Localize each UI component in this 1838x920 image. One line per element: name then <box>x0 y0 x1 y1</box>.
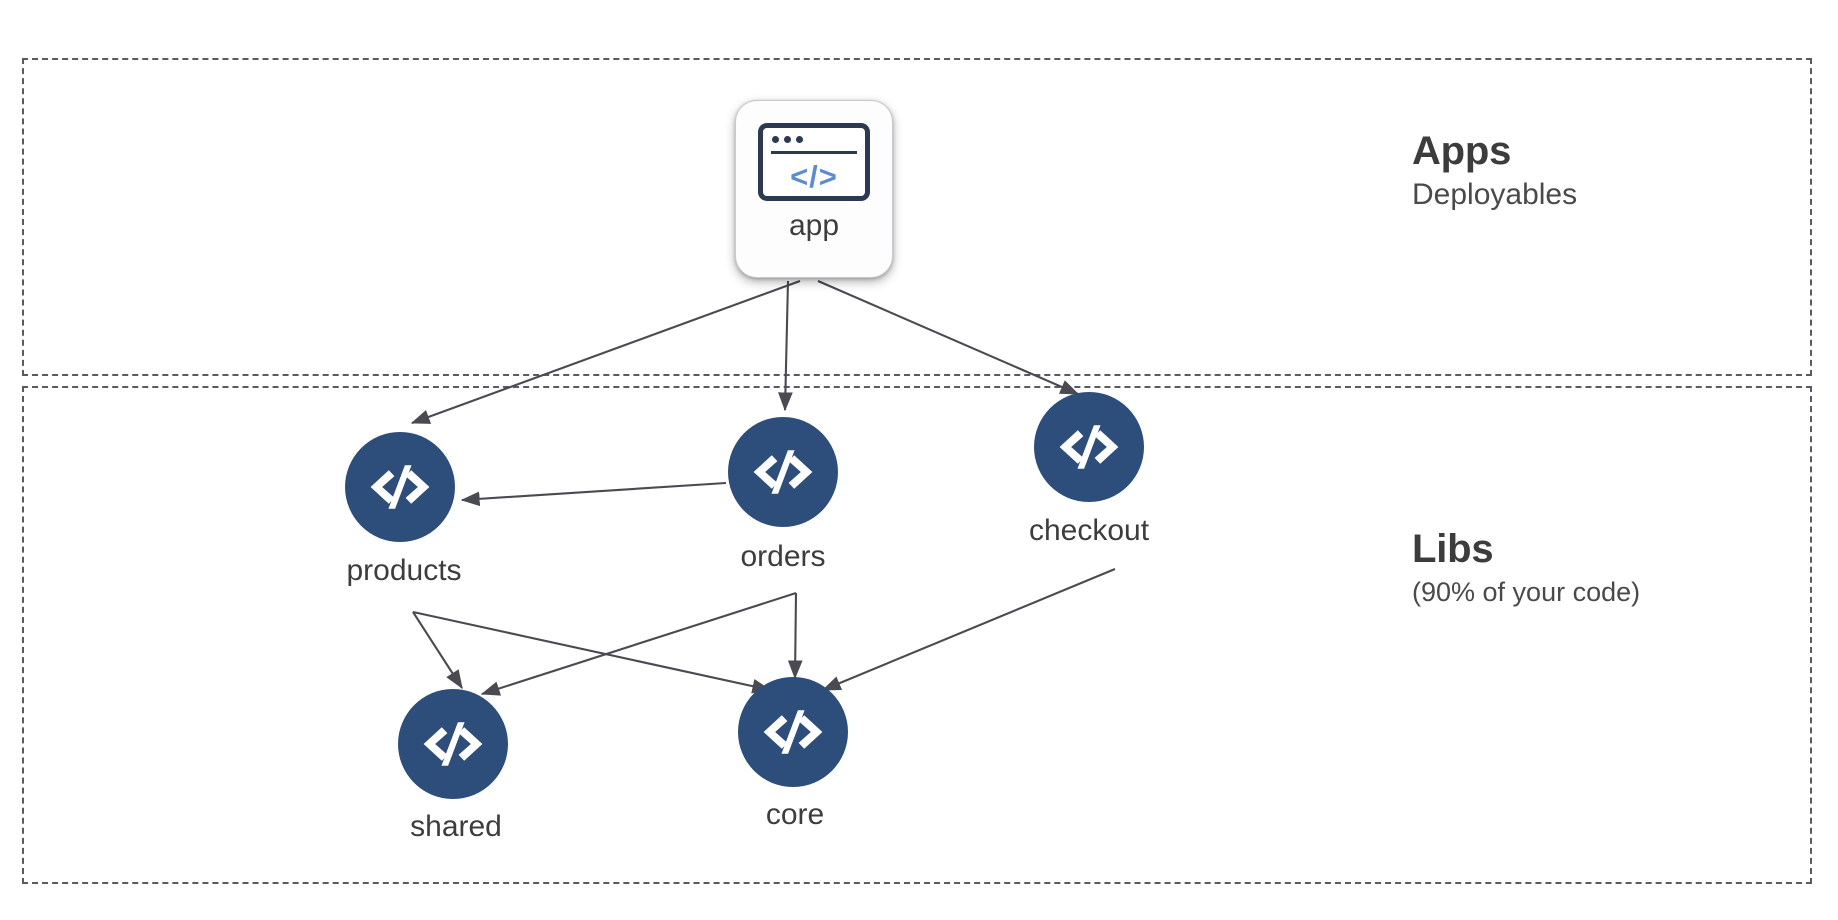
zone-libs <box>22 386 1812 884</box>
code-brackets-icon <box>763 710 823 754</box>
node-checkout-label: checkout <box>1028 514 1150 547</box>
zone-apps-title: Apps <box>1412 129 1512 173</box>
zone-libs-title: Libs <box>1412 527 1494 571</box>
zone-apps-subtitle: Deployables <box>1412 178 1578 211</box>
node-core-circle[interactable] <box>738 677 848 787</box>
browser-window-code-icon: </> <box>758 123 870 201</box>
code-brackets-glyph: </> <box>790 158 838 194</box>
code-brackets-icon <box>370 465 430 509</box>
code-brackets-icon <box>753 450 813 494</box>
node-app[interactable]: </> app <box>735 100 893 278</box>
node-products-circle[interactable] <box>345 432 455 542</box>
node-products-label: products <box>346 554 462 587</box>
zone-apps <box>22 58 1812 376</box>
node-shared-circle[interactable] <box>398 689 508 799</box>
node-core-label: core <box>765 798 825 831</box>
window-titlebar-rule <box>771 151 857 154</box>
code-brackets-icon <box>423 722 483 766</box>
node-orders-circle[interactable] <box>728 417 838 527</box>
node-checkout-circle[interactable] <box>1034 392 1144 502</box>
node-app-label: app <box>788 209 840 242</box>
code-brackets-icon <box>1059 425 1119 469</box>
window-dots-icon <box>772 136 803 143</box>
zone-libs-caption: Libs (90% of your code) <box>1412 528 1640 610</box>
zone-apps-caption: Apps Deployables <box>1412 130 1577 214</box>
node-shared-label: shared <box>410 810 502 843</box>
zone-libs-subtitle: (90% of your code) <box>1412 577 1641 607</box>
node-orders-label: orders <box>740 540 826 573</box>
